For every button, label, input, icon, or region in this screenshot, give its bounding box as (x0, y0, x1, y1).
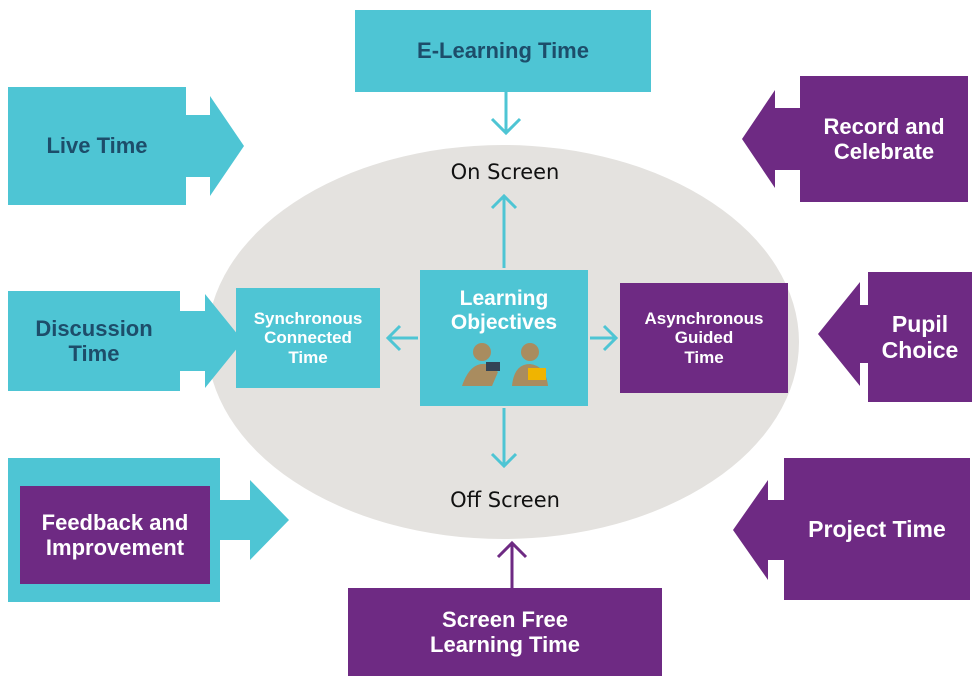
discussion-time-label: Discussion Time (35, 315, 153, 366)
record-shape (742, 76, 968, 202)
discussion-shape (8, 291, 243, 391)
learning-objectives-label: Learning Objectives (450, 286, 558, 334)
synchronous-box (236, 288, 380, 388)
screen-free-box (348, 588, 662, 676)
record-celebrate-label: Record and Celebrate (823, 113, 945, 164)
arrow-up-to-off-screen (496, 540, 528, 588)
feedback-shape (8, 458, 289, 602)
feedback-label: Feedback and Improvement (41, 509, 189, 560)
arrow-up-on-screen (490, 193, 518, 268)
synchronous-label: Synchronous Connected Time (253, 308, 363, 367)
arrow-down-to-on-screen (490, 92, 522, 136)
e-learning-box (355, 10, 651, 92)
live-time-label: Live Time (46, 133, 148, 159)
arrow-right-asynchronous (590, 324, 619, 352)
project-time-shape (733, 458, 970, 600)
arrow-down-off-screen (490, 408, 518, 469)
live-time-shape (8, 87, 244, 205)
asynchronous-box (620, 283, 788, 393)
off-screen-label: Off Screen (450, 488, 560, 512)
asynchronous-label: Asynchronous Guided Time (644, 308, 764, 367)
pupil-choice-shape (818, 272, 972, 402)
learning-objectives-box (420, 270, 588, 406)
e-learning-label: E-Learning Time (417, 38, 589, 64)
arrow-left-synchronous (385, 324, 418, 352)
screen-free-label: Screen Free Learning Time (430, 606, 580, 657)
students-laptop-icon (462, 343, 548, 386)
project-time-label: Project Time (808, 515, 946, 542)
on-screen-label: On Screen (450, 160, 560, 184)
pupil-choice-label: Pupil Choice (881, 310, 959, 363)
